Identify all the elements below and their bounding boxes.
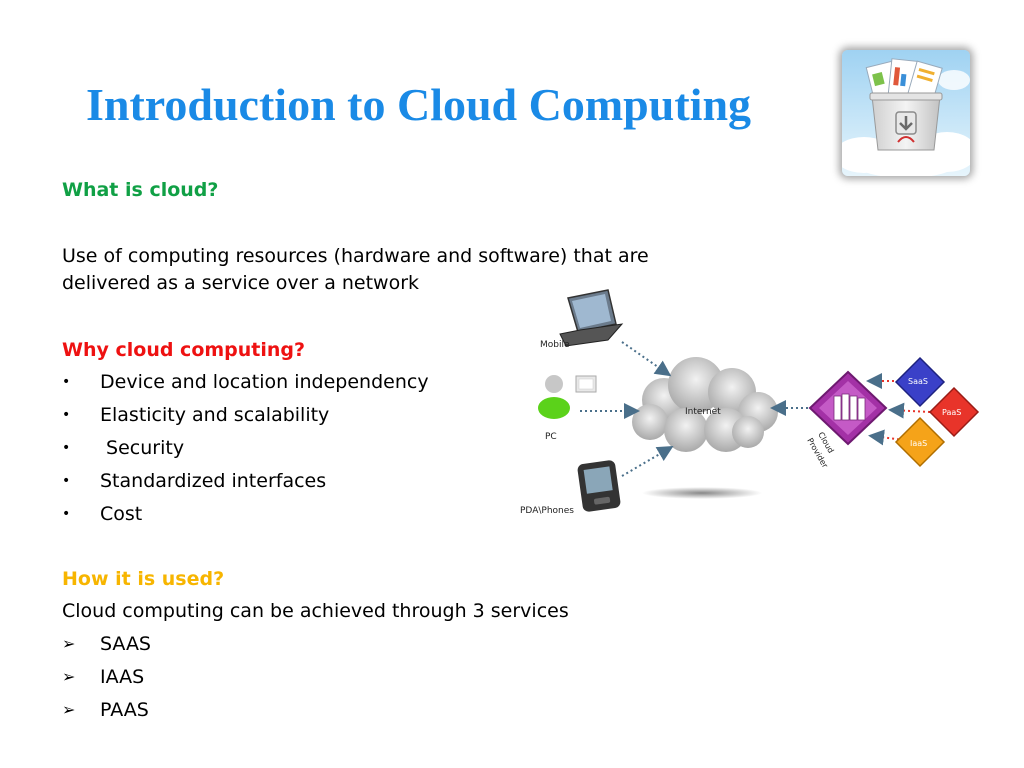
how-item-text: IAAS xyxy=(100,666,145,688)
paas-label: PaaS xyxy=(942,408,961,417)
bullet-icon: • xyxy=(62,506,71,522)
bullet-icon: • xyxy=(62,473,71,489)
mobile-label: Mobile xyxy=(540,340,570,350)
paas-diamond-icon xyxy=(928,386,980,438)
why-bullet-text: Device and location independency xyxy=(100,371,429,393)
pc-label: PC xyxy=(545,432,557,442)
why-bullet-text: Cost xyxy=(100,503,143,525)
definition-line-1: Use of computing resources (hardware and… xyxy=(62,245,649,267)
slide-title: Introduction to Cloud Computing xyxy=(86,79,752,130)
why-bullet-text: Elasticity and scalability xyxy=(100,404,330,426)
arrow-connector xyxy=(621,341,672,377)
why-heading: Why cloud computing? xyxy=(62,339,306,361)
saas-label: SaaS xyxy=(908,377,928,386)
cloud-provider-icon xyxy=(808,370,888,446)
saas-diamond-icon xyxy=(894,356,946,408)
how-item-text: PAAS xyxy=(100,699,149,721)
bullet-icon: • xyxy=(62,374,71,390)
what-heading: What is cloud? xyxy=(62,179,219,201)
pc-user-icon xyxy=(538,375,597,419)
laptop-icon xyxy=(559,289,624,347)
why-bullet-text: Standardized interfaces xyxy=(100,470,327,492)
pda-phone-icon xyxy=(577,460,621,512)
iaas-label: IaaS xyxy=(910,439,927,448)
how-item-text: SAAS xyxy=(100,633,151,655)
definition-line-2: delivered as a service over a network xyxy=(62,272,420,294)
internet-cloud-icon xyxy=(632,357,778,499)
arrow-connector xyxy=(888,402,931,419)
arrow-connector xyxy=(621,445,674,477)
how-intro: Cloud computing can be achieved through … xyxy=(62,600,569,622)
internet-label: Internet xyxy=(685,407,721,417)
cloud-download-icon xyxy=(842,50,970,176)
bullet-icon: • xyxy=(62,440,71,456)
bullet-icon: • xyxy=(62,407,71,423)
how-heading: How it is used? xyxy=(62,568,225,590)
arrow-bullet-icon: ➢ xyxy=(62,700,76,719)
arrow-bullet-icon: ➢ xyxy=(62,634,76,653)
why-bullet-text: Security xyxy=(100,437,185,459)
pda-label: PDA\Phones xyxy=(520,506,574,516)
arrow-bullet-icon: ➢ xyxy=(62,667,76,686)
iaas-diamond-icon xyxy=(894,416,946,468)
cloud-architecture-diagram: Mobile PC PDA\Phones Internet xyxy=(500,280,1000,530)
